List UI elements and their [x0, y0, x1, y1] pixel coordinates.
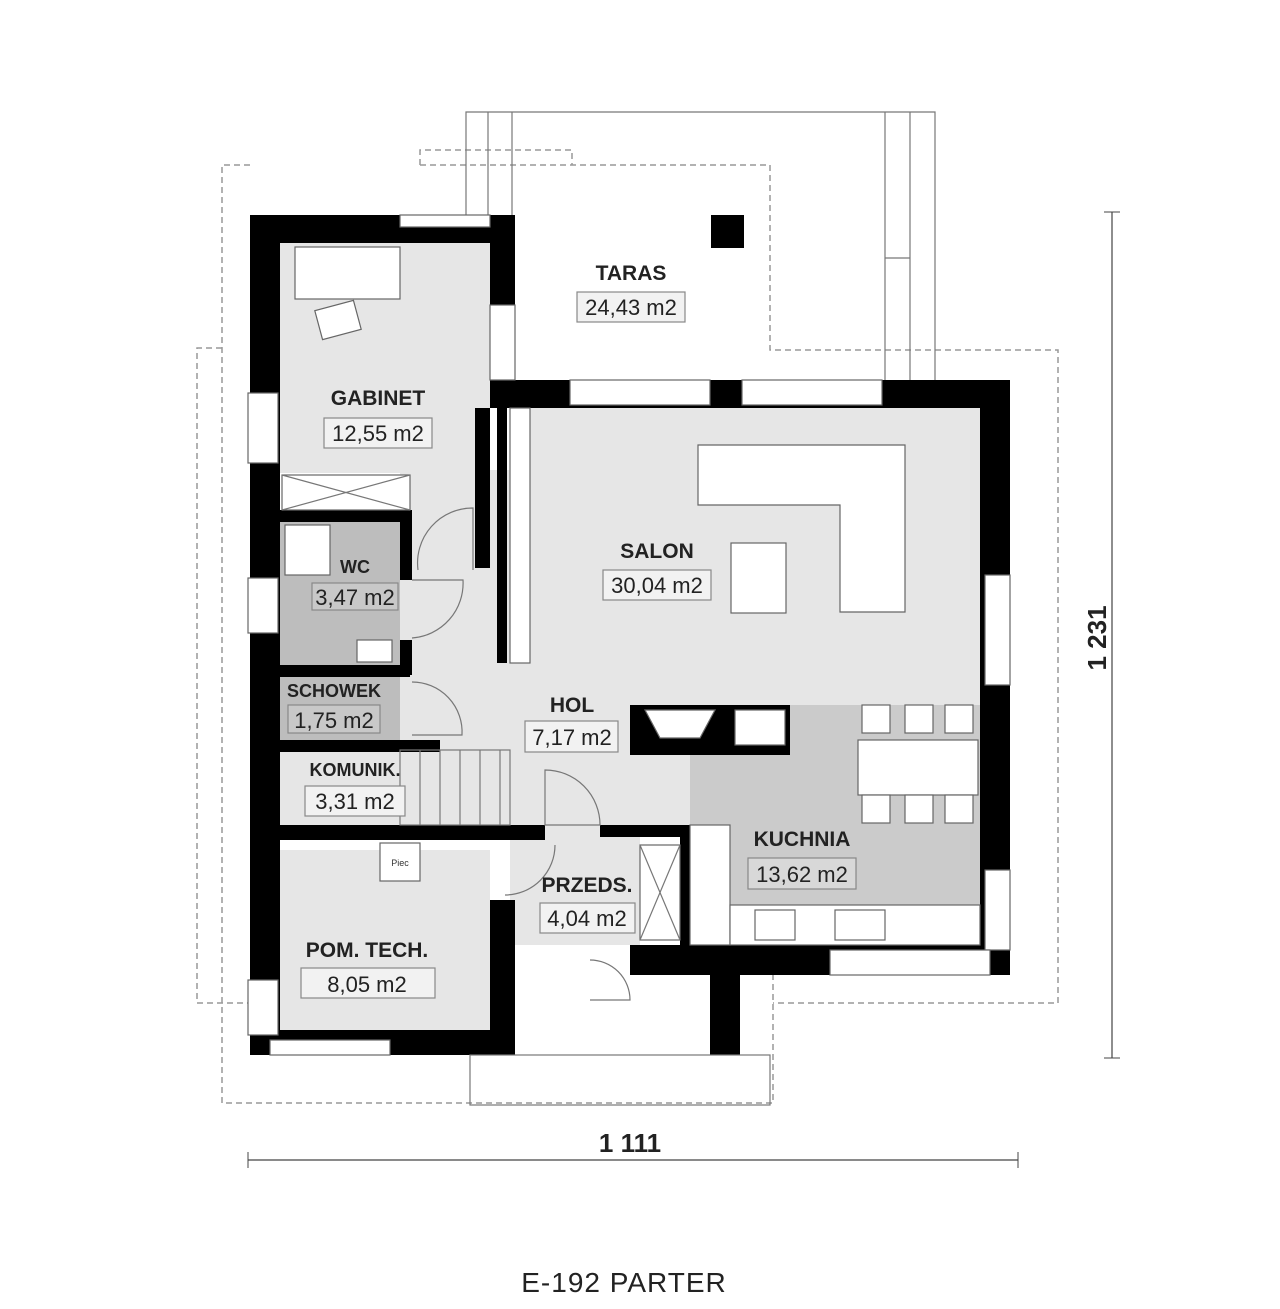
svg-text:30,04 m2: 30,04 m2 — [611, 573, 703, 598]
svg-text:KUCHNIA: KUCHNIA — [754, 828, 851, 851]
svg-text:SALON: SALON — [620, 540, 694, 563]
svg-text:8,05 m2: 8,05 m2 — [327, 972, 407, 997]
terrace-post — [711, 215, 744, 248]
svg-text:24,43 m2: 24,43 m2 — [585, 295, 677, 320]
svg-text:1,75 m2: 1,75 m2 — [294, 708, 374, 733]
furniture: Piec — [281, 246, 981, 1106]
svg-text:3,47 m2: 3,47 m2 — [315, 585, 395, 610]
windows[interactable] — [247, 214, 1011, 1056]
svg-text:POM. TECH.: POM. TECH. — [306, 939, 429, 962]
room-salon: SALON 30,04 m2 — [602, 540, 712, 601]
svg-text:GABINET: GABINET — [331, 387, 426, 410]
room-wc: WC 3,47 m2 — [311, 557, 399, 611]
svg-text:4,04 m2: 4,04 m2 — [547, 906, 627, 931]
svg-text:Piec: Piec — [391, 858, 409, 868]
svg-text:1 231: 1 231 — [1082, 605, 1112, 670]
room-pom-tech: POM. TECH. 8,05 m2 — [300, 939, 436, 999]
svg-text:PRZEDS.: PRZEDS. — [541, 874, 632, 897]
room-gabinet: GABINET 12,55 m2 — [323, 387, 433, 449]
svg-text:TARAS: TARAS — [596, 262, 667, 285]
room-schowek: SCHOWEK 1,75 m2 — [287, 681, 381, 734]
svg-text:WC: WC — [340, 557, 370, 577]
svg-text:1 111: 1 111 — [599, 1128, 661, 1158]
room-kuchnia: KUCHNIA 13,62 m2 — [747, 828, 857, 890]
furnace — [379, 842, 421, 882]
plan-title: E-192 PARTER — [521, 1267, 726, 1298]
roof-outline — [196, 149, 1059, 1104]
room-przeds: PRZEDS. 4,04 m2 — [539, 874, 636, 934]
dimension-width: 1 111 — [247, 1128, 1019, 1168]
svg-text:KOMUNIK.: KOMUNIK. — [310, 760, 401, 780]
svg-text:7,17 m2: 7,17 m2 — [532, 725, 612, 750]
room-hol: HOL 7,17 m2 — [524, 694, 619, 753]
svg-text:SCHOWEK: SCHOWEK — [287, 681, 381, 701]
svg-text:12,55 m2: 12,55 m2 — [332, 421, 424, 446]
pergola — [465, 111, 936, 380]
room-komunik: KOMUNIK. 3,31 m2 — [304, 760, 406, 817]
svg-text:13,62 m2: 13,62 m2 — [756, 862, 848, 887]
svg-text:3,31 m2: 3,31 m2 — [315, 789, 395, 814]
room-taras: TARAS 24,43 m2 — [576, 262, 686, 323]
svg-text:HOL: HOL — [550, 694, 595, 717]
dimension-height: 1 231 — [1082, 211, 1120, 1059]
